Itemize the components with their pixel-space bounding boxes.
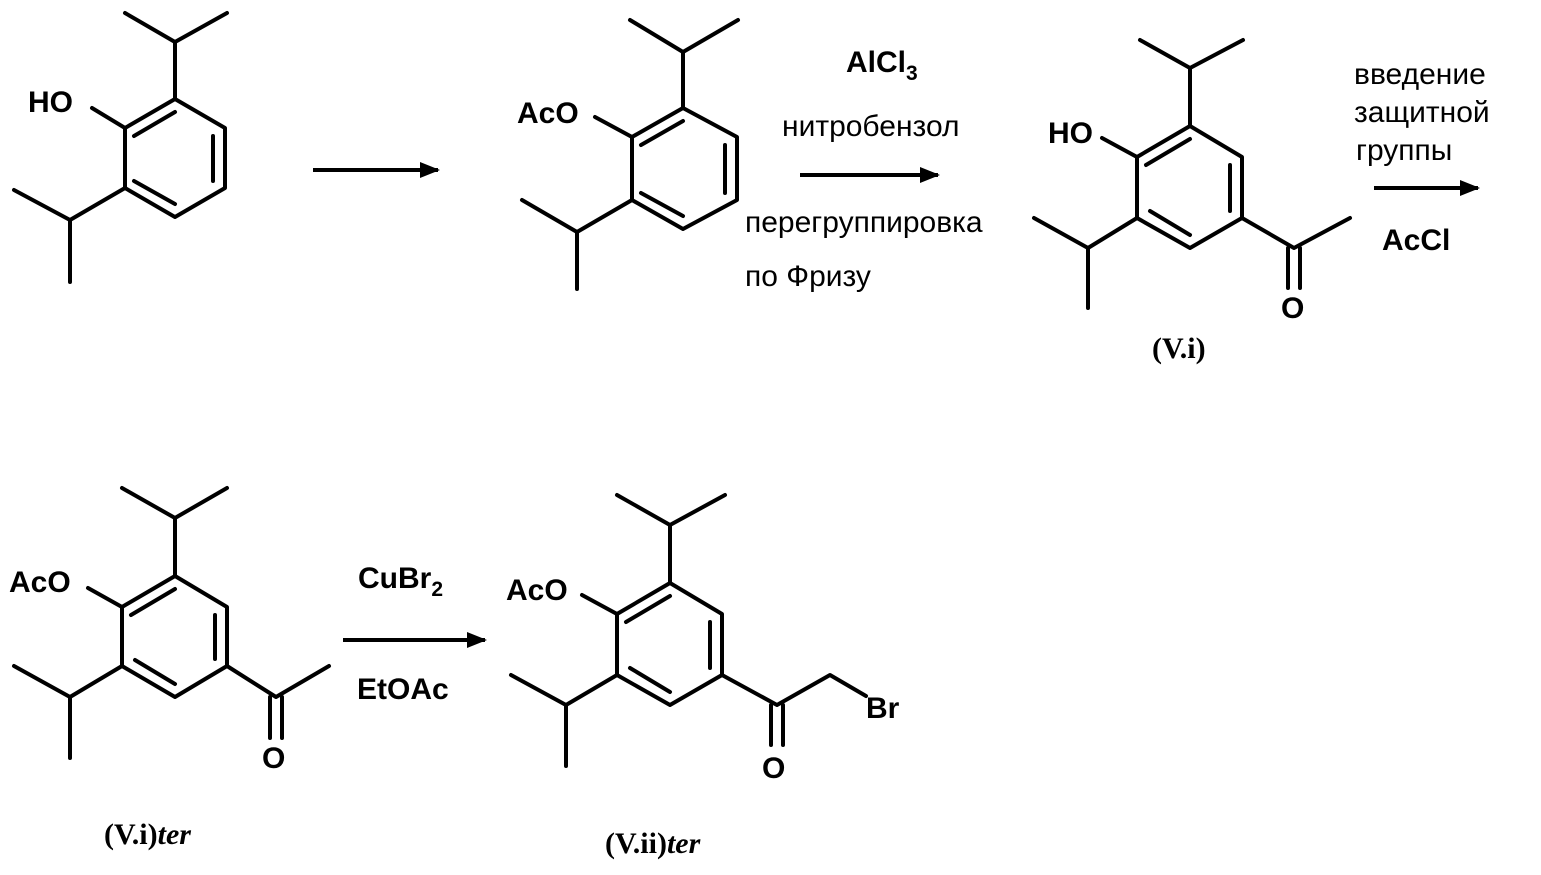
fries-name-line1: перегруппировка — [745, 206, 983, 239]
step-fries: AlCl3 нитробензол перегруппировка по Фри… — [745, 46, 983, 293]
compound-label-v-i: (V.i) — [1152, 332, 1206, 365]
step-bromination: CuBr2 EtOAc — [343, 562, 485, 706]
carbonyl-oxygen: O — [762, 752, 785, 785]
bromination-solvent: EtOAc — [357, 673, 449, 706]
bromine-label: Br — [866, 692, 900, 725]
acetoxy-label: AcO — [517, 97, 579, 130]
step-protection: введение защитной группы AcCl — [1354, 58, 1490, 257]
carbonyl-oxygen: O — [262, 742, 285, 775]
carbonyl-oxygen: O — [1281, 292, 1304, 325]
compound-v-i: HO O (V.i) — [1034, 40, 1350, 365]
compound-label-v-ii-ter: (V.ii)ter — [605, 827, 701, 860]
fries-solvent: нитробензол — [782, 110, 959, 143]
compound-label-v-i-ter: (V.i)ter — [104, 818, 191, 851]
compound-start: HO — [14, 13, 227, 282]
protection-line2: защитной — [1354, 96, 1490, 129]
fries-name-line2: по Фризу — [745, 260, 871, 293]
compound-v-ii-ter: AcO O Br (V.ii)ter — [506, 495, 900, 860]
fries-reagent: AlCl3 — [846, 46, 918, 85]
bromination-reagent: CuBr2 — [358, 562, 443, 601]
acetoxy-label: AcO — [9, 566, 71, 599]
compound-acetate: AcO — [517, 20, 738, 289]
hydroxyl-label: HO — [28, 86, 73, 119]
protection-reagent: AcCl — [1382, 224, 1450, 257]
protection-line3: группы — [1356, 134, 1452, 167]
protection-line1: введение — [1354, 58, 1486, 91]
hydroxyl-label: HO — [1048, 117, 1093, 150]
acetoxy-label: AcO — [506, 574, 568, 607]
compound-v-i-ter: AcO O (V.i)ter — [9, 488, 329, 851]
